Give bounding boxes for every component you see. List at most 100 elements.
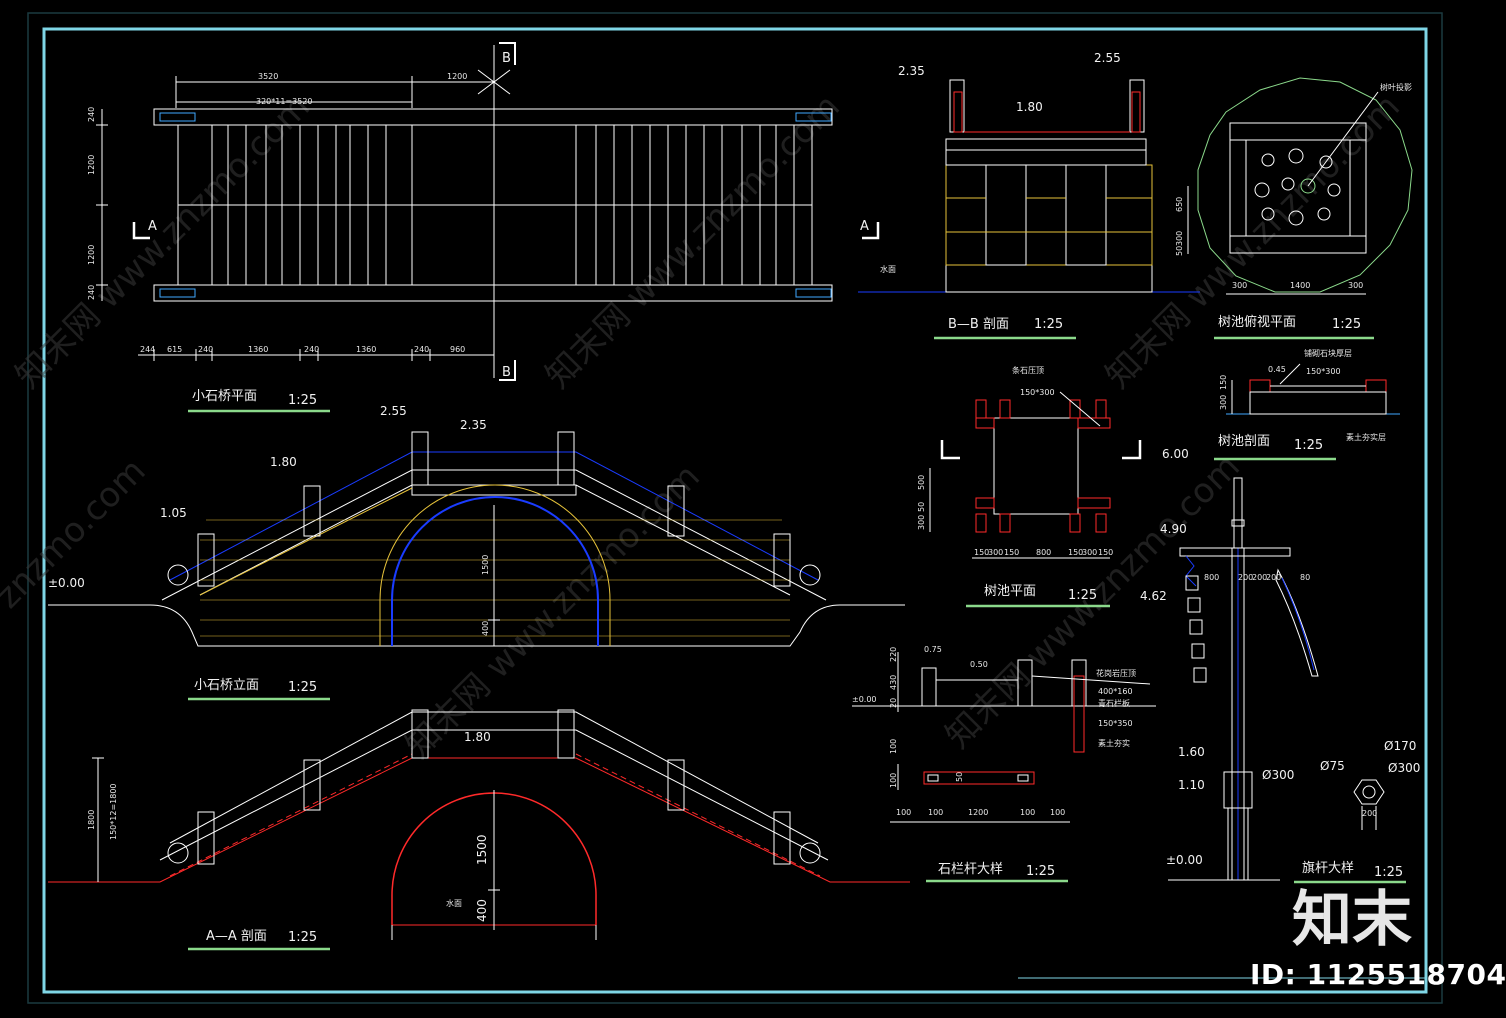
flag-level-4-90: 4.90 <box>1160 522 1187 536</box>
tp-plan-scale: 1:25 <box>1068 588 1097 603</box>
flag-dim-1: 800 <box>1204 573 1219 582</box>
flag-dim-2: 200 <box>1238 573 1253 582</box>
flagpole-labels: 6.00 4.90 4.62 1.60 1.10 ±0.00 800 200 2… <box>1140 447 1420 884</box>
tree-pool-perspective-labels: 树叶投影 300 1400 300 650 300 50 树池俯视平面 1:25 <box>1175 82 1412 340</box>
tp-sec-side-2: 150 <box>1219 375 1228 390</box>
drawing-frame <box>42 27 1428 994</box>
flag-level-1-60: 1.60 <box>1178 745 1205 759</box>
elev-level-2-35: 2.35 <box>460 418 487 432</box>
flagpole-title: 旗杆大样 <box>1302 860 1354 876</box>
tp-persp-side-1: 650 <box>1175 197 1184 212</box>
rail-side-1: 220 <box>889 647 898 662</box>
plan-section-b-top: B <box>502 51 511 66</box>
tp-sec-note-bottom: 素土夯实层 <box>1346 432 1386 442</box>
flag-level-0: ±0.00 <box>1166 853 1203 867</box>
elev-level-0: ±0.00 <box>48 576 85 590</box>
flag-dim-base: 200 <box>1362 809 1377 818</box>
flag-dim-4: 200 <box>1266 573 1281 582</box>
tree-pool-plan <box>929 391 1142 559</box>
plan-dim-baluster: 320*11=3520 <box>256 97 313 106</box>
elevation-scale: 1:25 <box>288 680 317 695</box>
rail-dim-bottom-3: 1200 <box>968 808 988 817</box>
rail-level-0-75: 0.75 <box>924 645 942 654</box>
rail-title: 石栏杆大样 <box>938 862 1003 877</box>
tree-pool-section-labels: 铺砌石块厚层 150*300 0.45 素土夯实层 300 150 树池剖面 1… <box>1214 348 1386 461</box>
bridge-plan <box>96 42 880 381</box>
tp-plan-dim-1: 150 <box>974 548 989 557</box>
elev-dim-water: 400 <box>481 621 490 636</box>
rail-dim-bottom-4: 100 <box>1020 808 1035 817</box>
aa-water-label: 水面 <box>446 898 462 908</box>
tp-plan-dim-2: 300 <box>988 548 1003 557</box>
bridge-elevation <box>48 431 905 647</box>
plan-dim-bottom-8: 960 <box>450 345 465 354</box>
flag-level-4-62: 4.62 <box>1140 589 1167 603</box>
watermark-text: 知末网 www.znzmo.com <box>1098 87 1408 397</box>
tp-persp-dim-2: 1400 <box>1290 281 1310 290</box>
plan-dim-side-4: 240 <box>87 285 96 300</box>
bb-water-label: 水面 <box>880 264 896 274</box>
plan-scale: 1:25 <box>288 393 317 408</box>
plan-dim-top-right: 1200 <box>447 72 467 81</box>
rail-level-0-50: 0.50 <box>970 660 988 669</box>
plan-dim-side-2: 1200 <box>87 155 96 175</box>
rail-side-4: 100 <box>889 739 898 754</box>
section-bb <box>858 79 1200 293</box>
section-aa <box>48 709 910 940</box>
tp-sec-side-1: 300 <box>1219 395 1228 410</box>
bridge-elevation-labels: 2.55 2.35 1.80 1.05 ±0.00 1500 400 小石桥立面… <box>48 404 490 701</box>
znzmo-logo: 知末 <box>1292 885 1412 955</box>
tp-plan-note: 150*300 <box>1020 388 1055 397</box>
aa-dim-side: 150*12=1800 <box>109 783 118 840</box>
aa-scale: 1:25 <box>288 930 317 945</box>
flagpole-scale: 1:25 <box>1374 865 1403 880</box>
tp-sec-note: 150*300 <box>1306 367 1341 376</box>
flag-diam-170: Ø170 <box>1384 739 1416 753</box>
tp-persp-side-3: 50 <box>1175 246 1184 256</box>
plan-dim-side-1: 240 <box>87 107 96 122</box>
plan-dim-side-3: 1200 <box>87 245 96 265</box>
section-bb-labels: 2.35 2.55 1.80 水面 B—B 剖面 1:25 <box>880 51 1121 340</box>
tp-persp-title: 树池俯视平面 <box>1218 314 1296 330</box>
bb-level-2-35: 2.35 <box>898 64 925 78</box>
watermark-text: znzmo.com <box>0 451 154 616</box>
rail-detail-labels: 0.75 0.50 ±0.00 花岗岩压顶 400*160 青石栏板 150*3… <box>852 645 1136 883</box>
tree-pool-plan-labels: 条石压顶 150*300 150 300 150 800 150 300 150… <box>917 365 1113 608</box>
plan-section-a-left: A <box>148 219 157 234</box>
tp-plan-dim-7: 150 <box>1098 548 1113 557</box>
elevation-title: 小石桥立面 <box>194 678 259 693</box>
rail-dim-bottom-2: 100 <box>928 808 943 817</box>
bb-title: B—B 剖面 <box>948 317 1009 332</box>
flag-diam-300b: Ø300 <box>1388 761 1420 775</box>
rail-note-2: 400*160 <box>1098 687 1133 696</box>
elev-dim-arch: 1500 <box>481 555 490 575</box>
section-aa-labels: 1.80 150*12=1800 1800 1500 400 水面 A—A 剖面… <box>87 730 491 951</box>
elev-level-1-05: 1.05 <box>160 506 187 520</box>
aa-dim-side-total: 1800 <box>87 810 96 830</box>
tp-sec-level: 0.45 <box>1268 365 1286 374</box>
aa-dim-water: 400 <box>475 899 489 922</box>
tp-persp-dim-3: 300 <box>1348 281 1363 290</box>
plan-dim-bottom-3: 240 <box>198 345 213 354</box>
aa-title: A—A 剖面 <box>206 929 267 944</box>
tp-plan-note-top: 条石压顶 <box>1012 365 1044 375</box>
flag-level-6-00: 6.00 <box>1162 447 1189 461</box>
tp-plan-side-3: 300 <box>917 515 926 530</box>
tp-sec-note-top: 铺砌石块厚层 <box>1304 348 1352 358</box>
tp-persp-note: 树叶投影 <box>1380 82 1412 92</box>
tp-plan-side-1: 500 <box>917 475 926 490</box>
watermark-text: 知末网 www.znzmo.com <box>8 87 318 397</box>
tp-plan-title: 树池平面 <box>984 584 1036 599</box>
tp-plan-dim-3: 150 <box>1004 548 1019 557</box>
flag-diam-300: Ø300 <box>1262 768 1294 782</box>
tree-pool-perspective <box>1187 77 1413 295</box>
elev-level-2-55: 2.55 <box>380 404 407 418</box>
image-id: ID: 1125518704 <box>1250 958 1506 991</box>
plan-dim-bottom-2: 615 <box>167 345 182 354</box>
logo-text: 知末 <box>1292 885 1412 955</box>
aa-dim-arch: 1500 <box>475 834 489 865</box>
flag-diam-75: Ø75 <box>1320 759 1345 773</box>
bridge-plan-labels: 3520 1200 320*11=3520 240 1200 1200 240 … <box>87 51 869 413</box>
rail-side-3: 20 <box>889 698 898 708</box>
